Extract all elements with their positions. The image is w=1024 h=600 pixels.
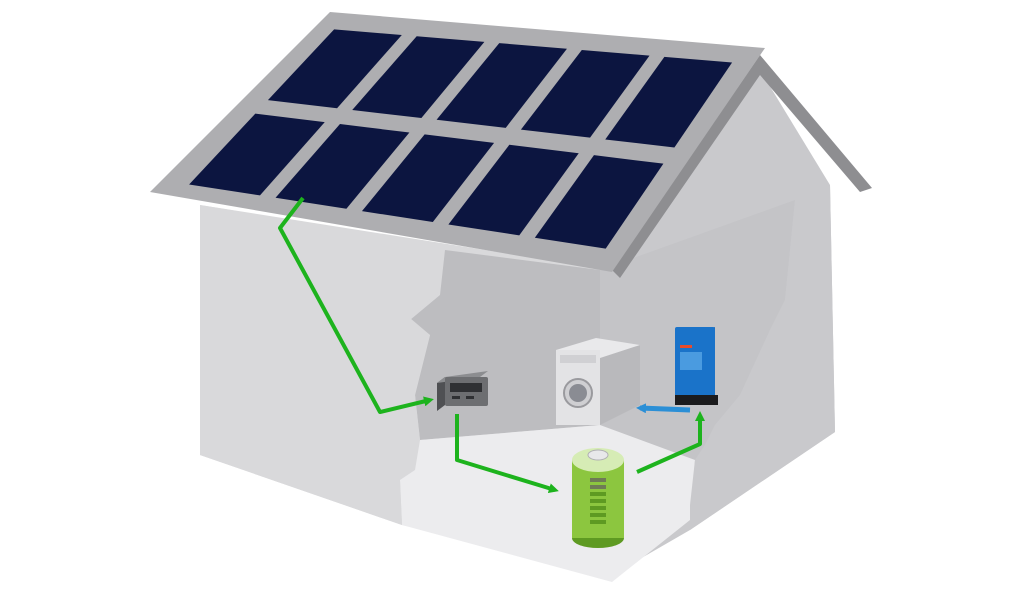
battery-cell	[590, 478, 606, 482]
battery-cell	[590, 506, 606, 510]
inverter-stripe	[680, 345, 692, 348]
washing-machine[interactable]	[556, 338, 640, 425]
inverter[interactable]	[675, 327, 718, 405]
roof-gable-edge	[612, 55, 872, 278]
solar-panel-icon	[448, 144, 579, 236]
side-wall-cut-edge	[690, 185, 835, 530]
solar-array[interactable]	[189, 29, 733, 249]
charge-controller-screen	[450, 383, 482, 392]
flow-arrow-battery-to-inverter	[636, 411, 705, 474]
battery-charge-cells	[590, 478, 606, 524]
interior-floor	[400, 425, 695, 582]
inverter-base	[675, 395, 718, 405]
charge-controller-button	[452, 396, 460, 399]
charge-controller-side	[437, 377, 445, 411]
battery-terminal	[587, 449, 609, 461]
solar-panel-icon	[352, 36, 485, 119]
solar-panel-icon	[267, 29, 402, 109]
charge-controller[interactable]	[437, 371, 488, 411]
solar-panel-icon	[605, 56, 733, 148]
flow-arrow-controller-to-battery	[455, 414, 559, 494]
front-wall-cut-edge	[200, 205, 445, 525]
battery-cell	[590, 520, 606, 524]
solar-panel-icon	[520, 49, 650, 138]
battery-cell	[590, 513, 606, 517]
solar-panel-icon	[361, 134, 495, 223]
inverter-panel	[680, 352, 702, 370]
washing-machine-glass	[569, 384, 587, 402]
solar-panel-icon	[436, 43, 567, 128]
battery-cell	[590, 499, 606, 503]
flow-arrow-inverter-to-appliance	[636, 403, 691, 414]
flow-arrow-solar-to-controller	[278, 196, 434, 414]
solar-panel-icon	[189, 113, 325, 196]
energy-flow-arrows	[278, 196, 705, 494]
battery-cell	[590, 485, 606, 489]
battery[interactable]	[572, 448, 624, 548]
charge-controller-button	[466, 396, 474, 399]
solar-panel-icon	[534, 155, 664, 249]
washing-machine-panel	[560, 355, 596, 363]
solar-panel-icon	[275, 124, 410, 209]
washing-machine-side	[600, 345, 640, 425]
battery-cell	[590, 492, 606, 496]
